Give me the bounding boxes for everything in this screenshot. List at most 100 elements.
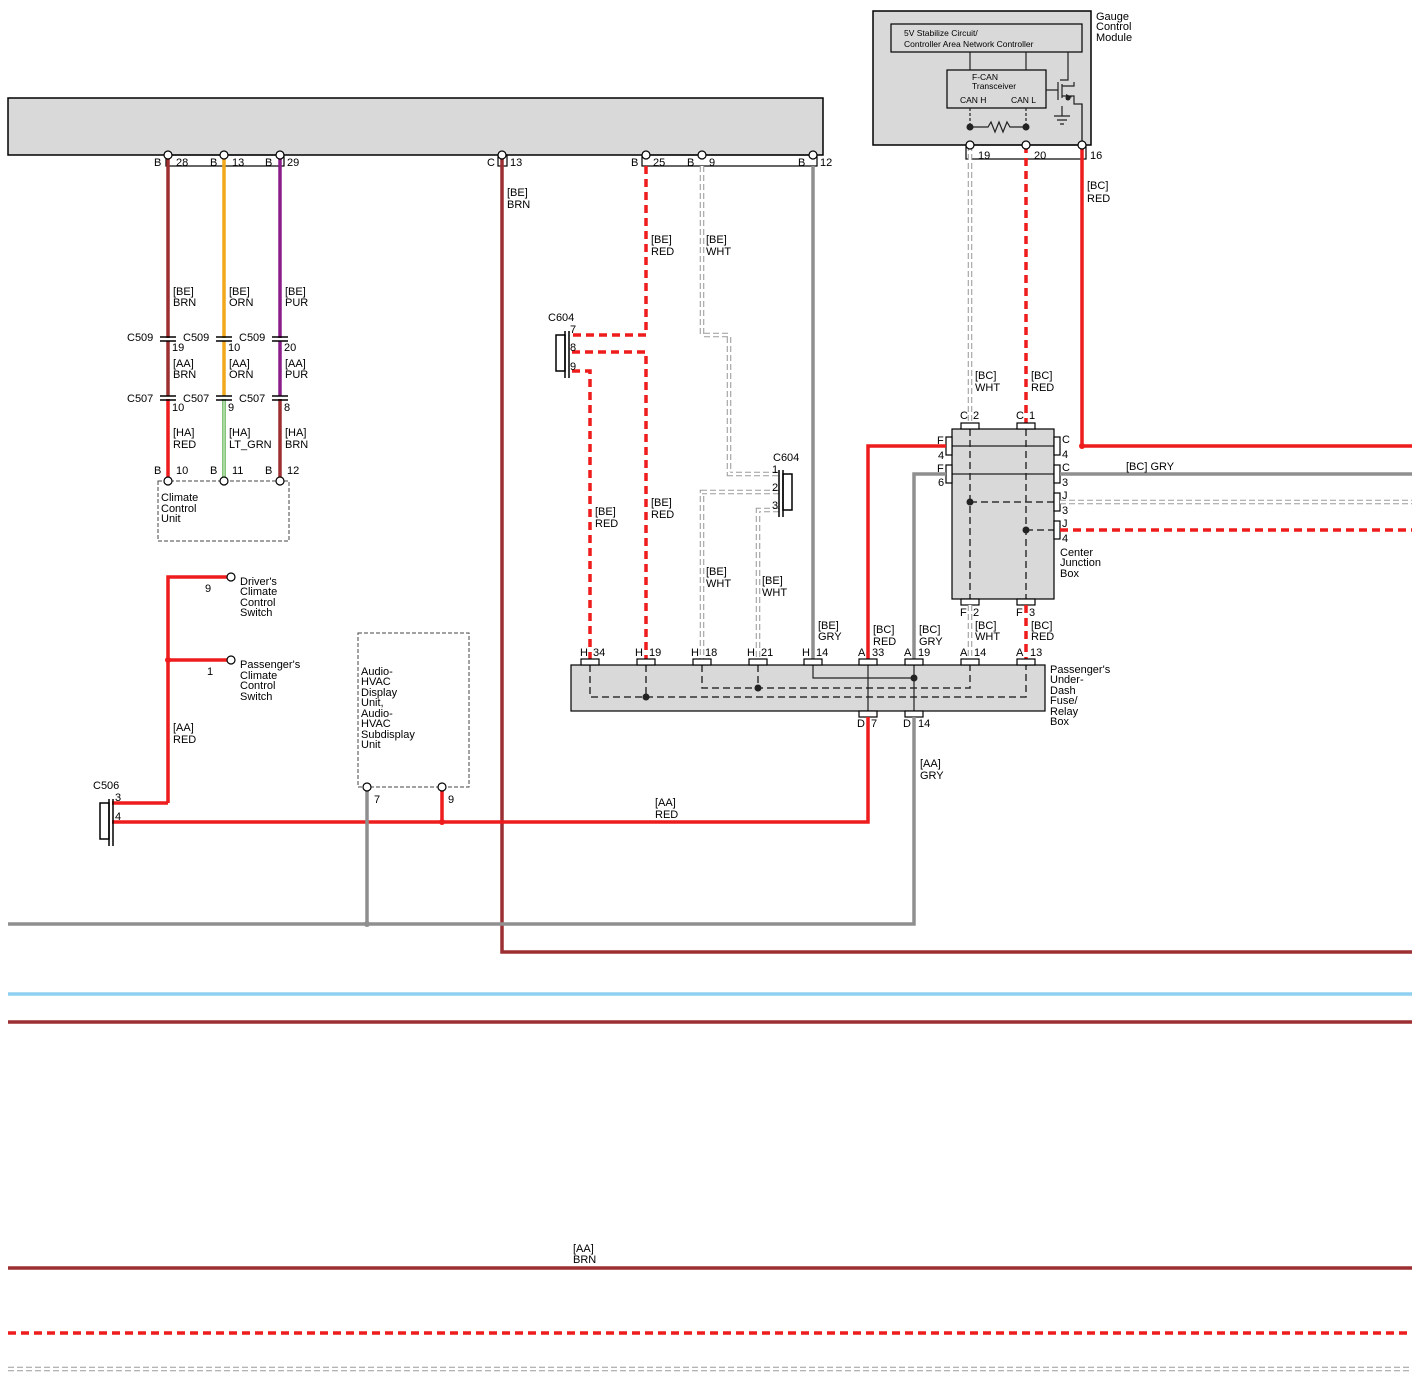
- wire-be-wht-dashed: [699, 166, 779, 477]
- audio-hvac-unit: [357, 632, 470, 788]
- audio-label-7: Subdisplay: [361, 729, 415, 741]
- pin-label: H: [580, 647, 588, 659]
- wire-label: [AA]: [285, 358, 306, 370]
- climate-unit-label-1: Climate: [161, 492, 198, 504]
- pin-label: B: [265, 157, 272, 169]
- can-l-label: CAN L: [1011, 95, 1036, 105]
- pin-label: 21: [761, 647, 773, 659]
- wire-label: [BE]: [818, 620, 839, 632]
- pin-label: 10: [228, 342, 240, 354]
- wire-label: BRN: [173, 369, 196, 381]
- pin-label: H: [691, 647, 699, 659]
- wire-label: RED: [651, 246, 674, 258]
- pin-label: 19: [649, 647, 661, 659]
- connector-label: C507: [239, 393, 265, 405]
- pin-label: 7: [871, 718, 877, 730]
- connector-c604-lower: C604 1 2 3: [772, 452, 799, 517]
- wire-label: [BC]: [1031, 370, 1052, 382]
- top-module-bar: [7, 97, 824, 156]
- drivers-switch-label-2: Climate: [240, 586, 277, 598]
- climate-unit-label-2: Control: [161, 503, 196, 515]
- wire-label: [BE]: [507, 187, 528, 199]
- wire-label: RED: [1031, 382, 1054, 394]
- wire-label: WHT: [975, 631, 1000, 643]
- pudfrb-label-4: Fuse/: [1050, 695, 1078, 707]
- pin-label: 8: [284, 402, 290, 414]
- wire-label: [BE]: [595, 506, 616, 518]
- pin-label: 1: [772, 464, 778, 476]
- pin-label: 12: [820, 157, 832, 169]
- audio-label-6: HVAC: [361, 718, 391, 730]
- pin-label: 9: [570, 361, 576, 373]
- pin-label: 13: [510, 157, 522, 169]
- wire-label: [AA]: [573, 1243, 594, 1255]
- pin-label: 29: [287, 157, 299, 169]
- wire-label: RED: [1087, 193, 1110, 205]
- pin-label: H: [635, 647, 643, 659]
- pin-label: 20: [284, 342, 296, 354]
- wire-label: BRN: [173, 297, 196, 309]
- pin-label: 10: [172, 402, 184, 414]
- wire-label: [AA]: [173, 722, 194, 734]
- pin-label: H: [802, 647, 810, 659]
- pin-label: A: [960, 647, 968, 659]
- pin-label: A: [858, 647, 866, 659]
- pin-label: 2: [973, 607, 979, 619]
- connector-label: C509: [239, 332, 265, 344]
- pin-label: 11: [232, 465, 243, 477]
- pin-label: 1: [1029, 410, 1035, 422]
- pin-label: 9: [448, 794, 454, 806]
- passengers-switch-label-4: Switch: [240, 691, 272, 703]
- wire-label: GRY: [920, 770, 944, 782]
- wire-aa-gry: [8, 717, 916, 926]
- wire-switch-red: [166, 575, 231, 803]
- wire-label: WHT: [706, 578, 731, 590]
- pin-label: B: [631, 157, 638, 169]
- connector-c604-upper: C604 7 8 9: [548, 312, 576, 378]
- passengers-under-dash-fuse-relay-box: [570, 658, 1046, 718]
- wire-be-red-dashed: [572, 166, 648, 337]
- wire-label: [BE]: [706, 566, 727, 578]
- wire-label: [AA]: [229, 358, 250, 370]
- pin-label: 25: [653, 157, 665, 169]
- audio-label-8: Unit: [361, 739, 381, 751]
- pin-label: 2: [772, 482, 778, 494]
- wire-label: [BE]: [173, 286, 194, 298]
- wire-label: WHT: [762, 587, 787, 599]
- audio-label-4: Unit,: [361, 697, 384, 709]
- connector-label: C509: [183, 332, 209, 344]
- gauge-label-1: Gauge: [1096, 11, 1129, 23]
- wire-label: [HA]: [173, 427, 194, 439]
- wire-label: [HA]: [285, 427, 306, 439]
- cjb-label-1: Center: [1060, 547, 1093, 559]
- pin-label: 4: [1062, 533, 1068, 545]
- connector-label: C509: [127, 332, 153, 344]
- pin-label: J: [1062, 490, 1068, 502]
- pin-label: 8: [570, 342, 576, 354]
- wire-label: RED: [651, 509, 674, 521]
- wire-label: RED: [173, 439, 196, 451]
- wire-label: WHT: [975, 382, 1000, 394]
- pin-label: 14: [918, 718, 930, 730]
- pin-label: 10: [176, 465, 188, 477]
- pin-label: 1: [207, 666, 213, 678]
- pin-label: 19: [172, 342, 184, 354]
- pin-label: 13: [1030, 647, 1042, 659]
- pin-label: B: [798, 157, 805, 169]
- pin-label: F: [937, 435, 944, 447]
- wire-label: ORN: [229, 369, 254, 381]
- center-junction-box: [945, 422, 1061, 606]
- connector-label: C507: [127, 393, 153, 405]
- pin-label: 34: [593, 647, 605, 659]
- audio-label-3: Display: [361, 687, 398, 699]
- connector-c506: C506 3 4: [93, 780, 121, 846]
- wire-label: GRY: [818, 631, 842, 643]
- wire-label: [BC]: [873, 624, 894, 636]
- passengers-switch-label-1: Passenger's: [240, 659, 301, 671]
- pin-label: C: [487, 157, 495, 169]
- connector-icon: [160, 336, 288, 401]
- wire-label: RED: [655, 809, 678, 821]
- wire-label: ORN: [229, 297, 254, 309]
- pin-label: 18: [705, 647, 717, 659]
